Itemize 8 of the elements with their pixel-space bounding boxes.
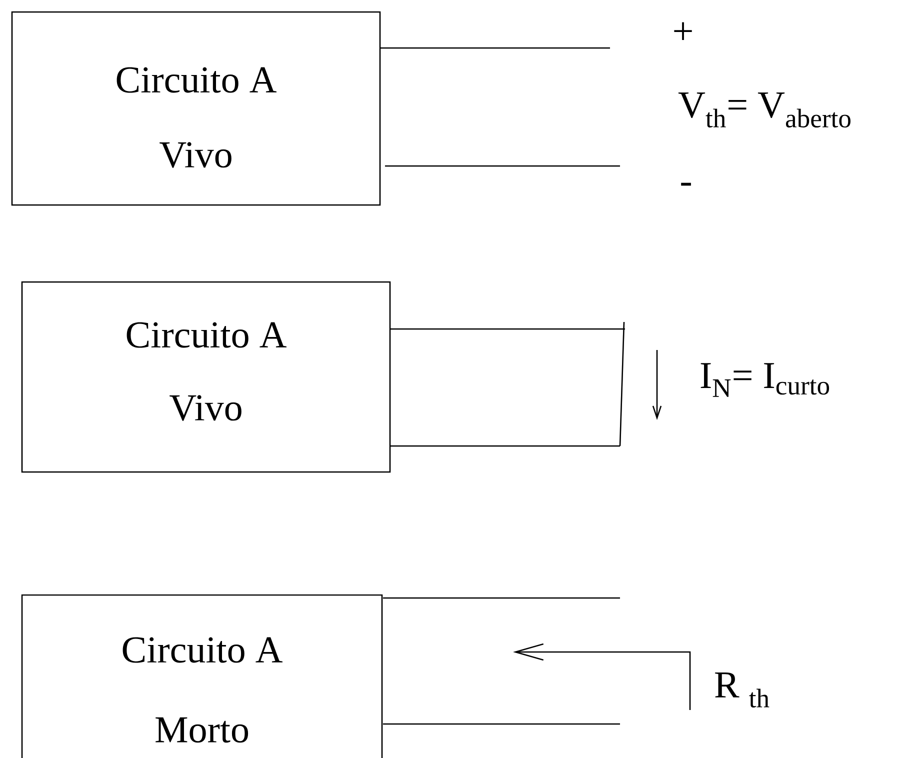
- label: +: [674, 22, 692, 40]
- label: R $_{th}$: [715, 672, 770, 708]
- circuit-box: Circuito A Morto: [21, 594, 383, 758]
- label: V$_{th}$= V$_{aberto}$: [678, 92, 850, 128]
- circuit-box: Circuito A Vivo: [11, 11, 381, 206]
- label: -: [681, 182, 691, 186]
- circuit-box: Circuito A Vivo: [21, 281, 391, 473]
- label: I$_{N}$= I$_{curto}$: [700, 363, 830, 397]
